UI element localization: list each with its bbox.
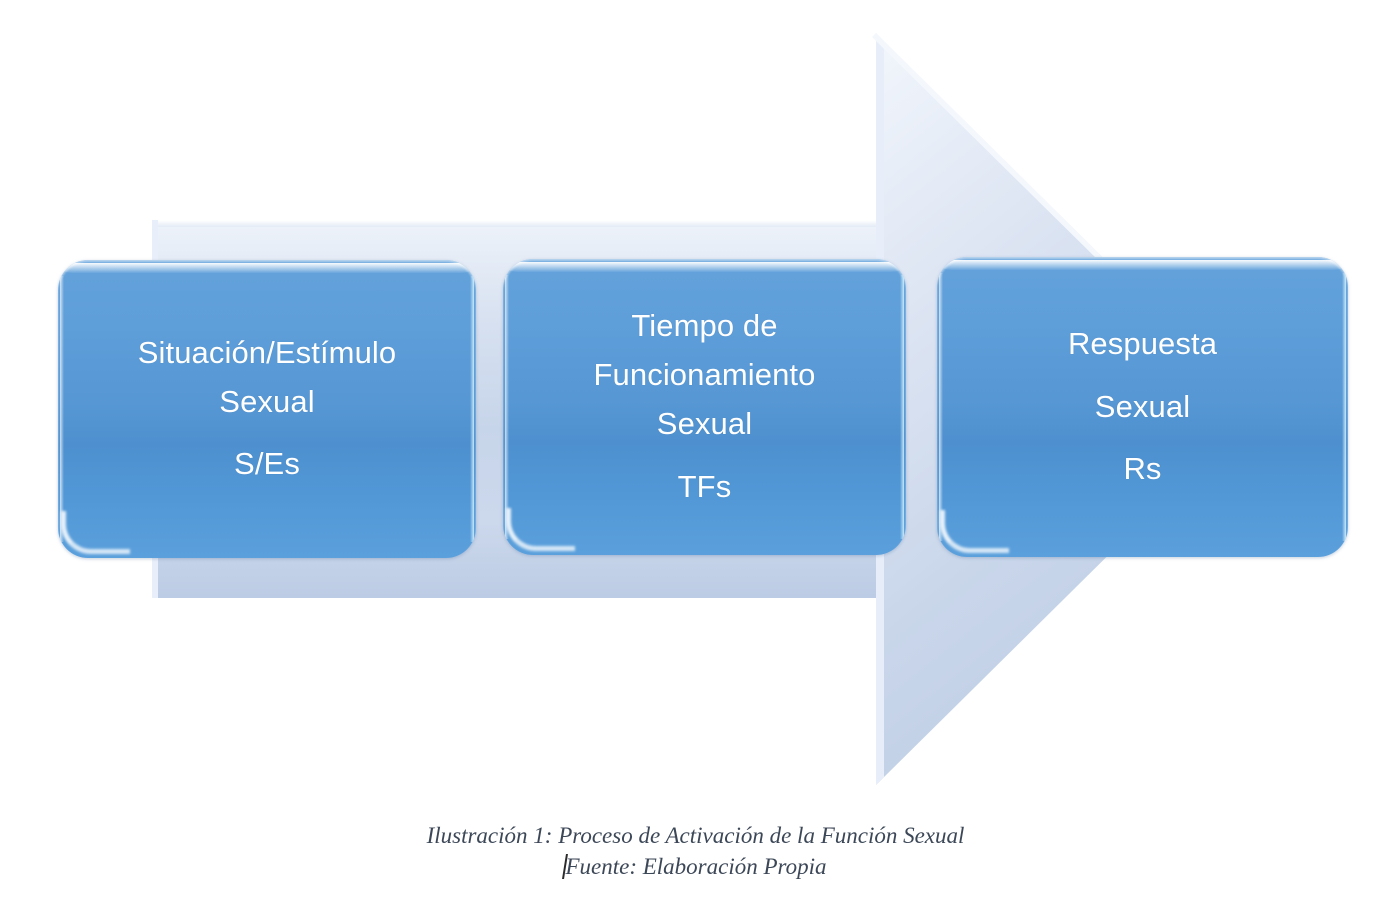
figure-caption: Ilustración 1: Proceso de Activación de …	[0, 820, 1391, 882]
box-left-edge-highlight	[60, 276, 64, 542]
step-3-abbreviation: Rs	[1123, 451, 1162, 487]
step-3-line-2: Sexual	[1094, 388, 1191, 424]
process-step-2-text: Tiempo de Funcionamiento Sexual TFs	[580, 302, 830, 512]
step-2-line-1: Tiempo de	[631, 308, 778, 344]
process-step-respuesta-sexual[interactable]: Respuesta Sexual Rs	[937, 257, 1348, 557]
caption-line-2-text: Fuente: Elaboración Propia	[565, 854, 827, 879]
step-1-abbreviation: S/Es	[234, 446, 300, 482]
step-3-blank-line-2	[1068, 431, 1217, 445]
step-2-line-3: Sexual	[656, 406, 753, 441]
process-step-1-text: Situación/Estímulo Sexual S/Es	[124, 329, 411, 490]
process-step-3-text: Respuesta Sexual Rs	[1054, 320, 1231, 495]
step-2-line-2: Funcionamiento	[593, 357, 816, 393]
caption-line-1: Ilustración 1: Proceso de Activación de …	[426, 823, 965, 848]
box-left-edge-highlight	[505, 275, 509, 539]
step-2-abbreviation: TFs	[677, 468, 732, 504]
caption-line-2: Fuente: Elaboración Propia	[0, 851, 1391, 882]
step-1-blank-line	[138, 426, 397, 440]
step-3-line-1: Respuesta	[1067, 325, 1218, 361]
box-right-edge-highlight	[1342, 273, 1346, 541]
box-right-edge-highlight	[470, 276, 474, 542]
step-2-blank-line	[594, 449, 816, 463]
step-1-line-2: Sexual	[219, 383, 315, 419]
process-step-tiempo-funcionamiento[interactable]: Tiempo de Funcionamiento Sexual TFs	[503, 259, 906, 555]
box-right-edge-highlight	[900, 275, 904, 539]
process-step-situacion-estimulo[interactable]: Situación/Estímulo Sexual S/Es	[58, 260, 476, 558]
step-3-blank-line-1	[1068, 369, 1217, 383]
arrow-shaft-top-bevel	[152, 220, 876, 227]
step-1-line-1: Situación/Estímulo	[137, 334, 397, 370]
box-left-edge-highlight	[939, 273, 943, 541]
